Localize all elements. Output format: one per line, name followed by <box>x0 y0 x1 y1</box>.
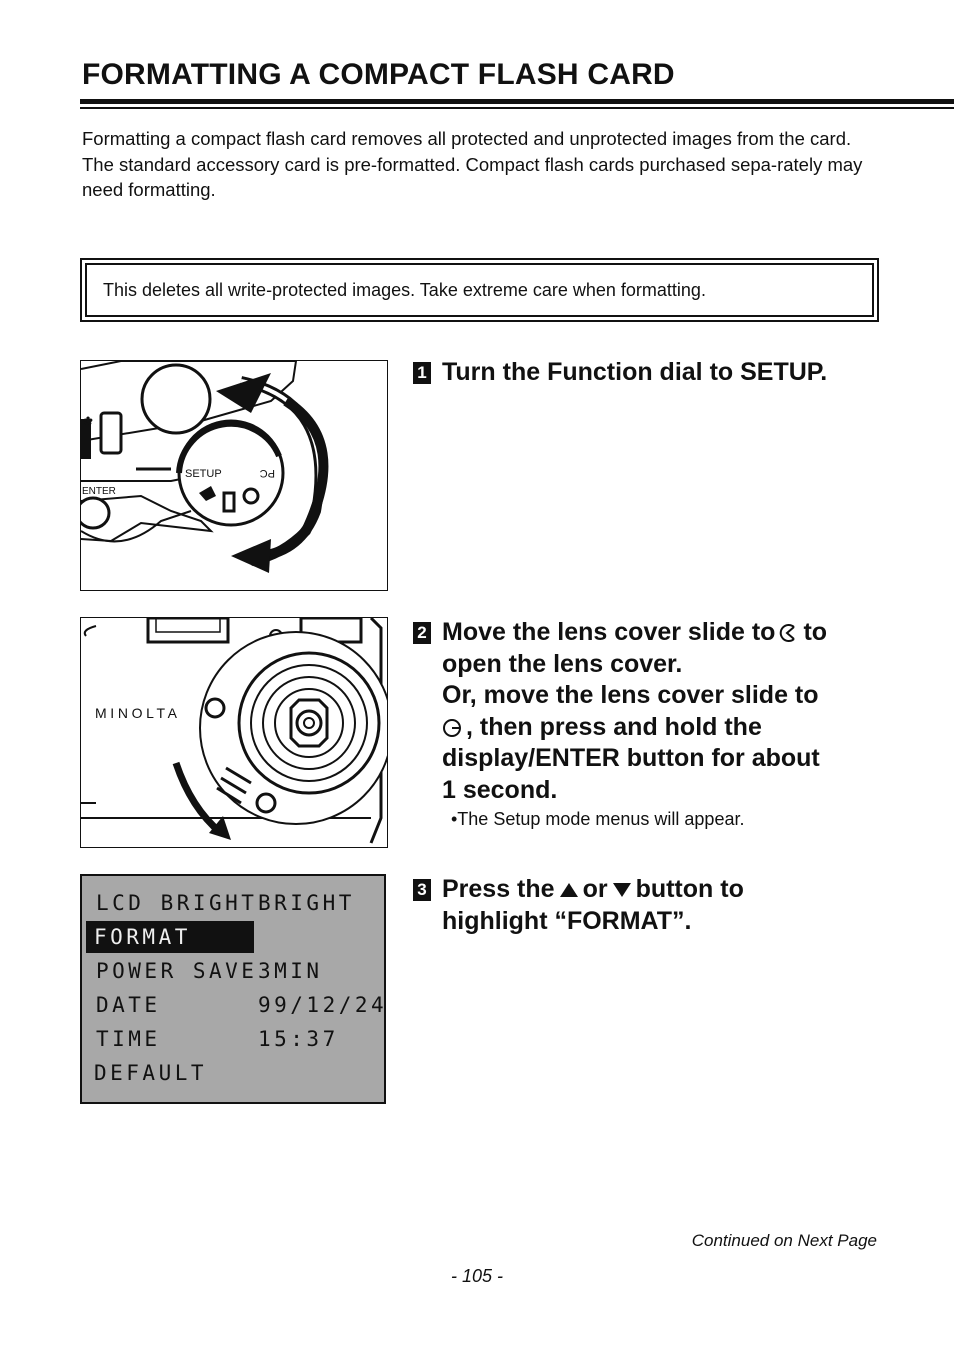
lens-cover-drawing: MINOLTA <box>81 618 387 844</box>
up-arrow-icon <box>559 883 578 898</box>
lcd-row-value: 3MIN <box>258 959 323 983</box>
lcd-row: DEFAULT <box>94 1061 208 1085</box>
setup-label: SETUP <box>185 468 222 480</box>
lcd-highlight <box>86 921 254 953</box>
step-2-line-1: Move the lens cover slide to <box>442 618 776 646</box>
lcd-row: TIME <box>96 1027 161 1051</box>
step-2-line-4: , then press and hold the <box>466 712 762 741</box>
step-2-line-1-end: to <box>803 618 828 646</box>
title-rule-thin <box>80 107 954 109</box>
step-3-line-1c: button to <box>635 875 744 903</box>
lens-closed-icon <box>443 719 461 738</box>
lcd-row-value: 15:37 <box>258 1027 339 1051</box>
step-2-note: •The Setup mode menus will appear. <box>451 808 745 829</box>
lcd-row: DATE <box>96 993 161 1017</box>
step-3-line-1a: Press the <box>442 875 555 903</box>
lcd-row-value: 99/12/24 <box>258 993 388 1017</box>
enter-label: ENTER <box>82 486 116 497</box>
lcd-row: LCD BRIGHT <box>96 891 258 915</box>
step-number-3: 3 <box>413 879 431 901</box>
function-dial-drawing: ✿ ENTER SETUP PC <box>81 361 329 573</box>
lcd-row-selected: FORMAT <box>94 925 191 949</box>
lcd-row: POWER SAVE <box>96 959 258 983</box>
continued-note: Continued on Next Page <box>691 1231 877 1250</box>
title-rule-thick <box>80 99 954 104</box>
step-number-2: 2 <box>413 622 431 644</box>
step-2-line-3: Or, move the lens cover slide to <box>442 681 819 710</box>
step-3-line-2: highlight “FORMAT”. <box>442 906 692 935</box>
intro-text: Formatting a compact flash card removes … <box>82 126 872 203</box>
intro-paragraph-1: Formatting a compact flash card removes … <box>82 128 852 149</box>
lens-open-icon <box>780 624 796 643</box>
down-arrow-icon <box>612 883 631 898</box>
lcd-setup-menu: LCD BRIGHT BRIGHT FORMAT POWER SAVE 3MIN… <box>80 874 386 1104</box>
step-3-line-1b: or <box>582 875 608 903</box>
intro-paragraph-2: The standard accessory card is pre-forma… <box>82 153 863 201</box>
function-dial-illustration: ✿ ENTER SETUP PC <box>80 360 388 591</box>
step-1-text: Turn the Function dial to SETUP. <box>442 358 828 386</box>
step-2-line-6: 1 second. <box>442 775 558 804</box>
page-number: - 105 - <box>450 1266 504 1286</box>
warning-text: This deletes all write-protected images.… <box>103 280 706 300</box>
step-2-line-2: open the lens cover. <box>442 649 683 678</box>
svg-text:✿: ✿ <box>83 414 93 428</box>
page-title: FORMATTING A COMPACT FLASH CARD <box>82 58 675 91</box>
pc-label: PC <box>260 467 275 479</box>
lcd-row-value: BRIGHT <box>258 891 355 915</box>
step-number-1: 1 <box>413 362 431 384</box>
warning-box: This deletes all write-protected images.… <box>80 258 879 322</box>
lens-cover-illustration: MINOLTA <box>80 617 388 848</box>
step-2-line-5: display/ENTER button for about <box>442 744 820 773</box>
